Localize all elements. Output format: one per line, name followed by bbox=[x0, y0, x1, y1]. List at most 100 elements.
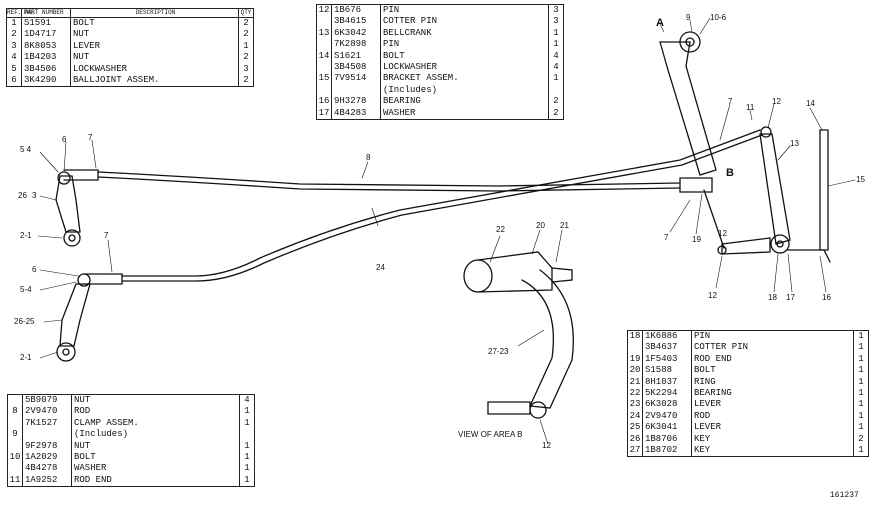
callout-12-top: 12 bbox=[772, 97, 781, 106]
row-description: BRACKET ASSEM. bbox=[381, 73, 549, 85]
row-ref-no bbox=[317, 39, 332, 51]
callout-26: 26 bbox=[18, 191, 27, 200]
diagram-number: 161237 bbox=[830, 491, 859, 500]
row-description: ROD bbox=[692, 410, 854, 423]
row-description: BOLT bbox=[72, 452, 240, 464]
pin-12-lower bbox=[717, 245, 727, 255]
row-qty: 1 bbox=[858, 422, 864, 433]
row-qty: 2 bbox=[243, 52, 249, 63]
row-part-number: 2V9470 bbox=[643, 410, 692, 423]
bellcrank-13 bbox=[759, 133, 791, 245]
row-ref-no bbox=[8, 463, 23, 475]
lever-3-hub bbox=[63, 229, 81, 247]
callout-16: 16 bbox=[822, 293, 831, 302]
link-19 bbox=[703, 189, 725, 249]
lever-23 bbox=[521, 269, 574, 409]
row-ref-no: 4 bbox=[7, 52, 22, 64]
row-description: BEARING bbox=[381, 96, 549, 108]
row-ref-no: 19 bbox=[628, 353, 643, 366]
callout-24: 24 bbox=[376, 263, 385, 272]
row-description: BOLT bbox=[692, 365, 854, 377]
callout-26-25: 26-25 bbox=[14, 317, 35, 326]
row-part-number bbox=[332, 84, 381, 97]
row-qty: 1 bbox=[858, 410, 864, 421]
row-ref-no: 1 bbox=[7, 18, 22, 30]
header-ref-no: REF. NO. bbox=[7, 9, 36, 17]
row-ref-no: 2 bbox=[7, 29, 22, 41]
callout-15: 15 bbox=[856, 175, 865, 184]
row-part-number: 3K4290 bbox=[22, 75, 71, 87]
row-description: PIN bbox=[692, 331, 854, 343]
row-qty: 2 bbox=[243, 18, 249, 28]
callout-18: 18 bbox=[768, 293, 777, 302]
lever-25-hub bbox=[56, 342, 76, 362]
row-qty: 4 bbox=[244, 395, 250, 405]
row-ref-no: 15 bbox=[317, 73, 332, 85]
row-ref-no: 26 bbox=[628, 433, 643, 446]
row-ref-no: 23 bbox=[628, 399, 643, 411]
row-description: LOCKWASHER bbox=[381, 62, 549, 74]
row-description: BALLJOINT ASSEM. bbox=[71, 75, 239, 87]
callout-19: 19 bbox=[692, 235, 701, 244]
callout-6: 6 bbox=[62, 135, 67, 144]
row-description: LEVER bbox=[692, 422, 854, 434]
row-ref-no: 16 bbox=[317, 96, 332, 108]
callout-5-4-lower: 5-4 bbox=[20, 285, 32, 294]
row-qty: 1 bbox=[858, 445, 864, 456]
row-part-number: S1588 bbox=[643, 365, 692, 377]
callout-12-mid: 12 bbox=[718, 229, 727, 238]
header-description: DESCRIPTION bbox=[71, 9, 239, 17]
bracket-15 bbox=[819, 129, 829, 251]
row-qty: 1 bbox=[553, 27, 559, 38]
row-description: BEARING bbox=[692, 388, 854, 400]
row-qty: 2 bbox=[553, 96, 559, 107]
row-qty: 1 bbox=[858, 376, 864, 387]
row-qty: 1 bbox=[243, 40, 249, 51]
row-description: BOLT bbox=[71, 18, 239, 30]
row-description: NUT bbox=[71, 29, 239, 41]
row-ref-no: 9 bbox=[8, 429, 23, 441]
row-qty: 1 bbox=[244, 417, 250, 428]
row-part-number: 5B9079 bbox=[23, 395, 72, 407]
row-qty: 1 bbox=[244, 406, 250, 417]
callout-27-23: 27-23 bbox=[488, 347, 509, 356]
row-ref-no: 13 bbox=[317, 27, 332, 40]
callout-7: 7 bbox=[88, 133, 93, 142]
row-description: ROD END bbox=[692, 353, 854, 366]
row-ref-no: 21 bbox=[628, 376, 643, 389]
rod-end-upper-left bbox=[63, 169, 99, 181]
callout-A: A bbox=[656, 17, 664, 29]
row-part-number: 9H3278 bbox=[332, 96, 381, 108]
callout-7-lower: 7 bbox=[104, 231, 109, 240]
row-description: LOCKWASHER bbox=[71, 63, 239, 76]
callout-21: 21 bbox=[560, 221, 569, 230]
key-stub bbox=[487, 401, 531, 415]
row-part-number: 1D4717 bbox=[22, 29, 71, 41]
rod-24 bbox=[121, 129, 761, 277]
row-part-number: 7V9514 bbox=[332, 73, 381, 85]
row-description: PIN bbox=[381, 5, 549, 17]
row-part-number: 6K3028 bbox=[643, 399, 692, 411]
row-part-number: 8H1037 bbox=[643, 376, 692, 389]
callout-12-bottom: 12 bbox=[708, 291, 717, 300]
row-part-number: 4B4278 bbox=[23, 463, 72, 475]
bearing-18 bbox=[770, 234, 790, 254]
row-part-number: 1B8706 bbox=[643, 433, 692, 446]
row-ref-no bbox=[317, 16, 332, 28]
row-qty: 4 bbox=[553, 50, 559, 61]
row-part-number: 4B4283 bbox=[332, 107, 381, 120]
row-part-number: 3B4615 bbox=[332, 16, 381, 28]
